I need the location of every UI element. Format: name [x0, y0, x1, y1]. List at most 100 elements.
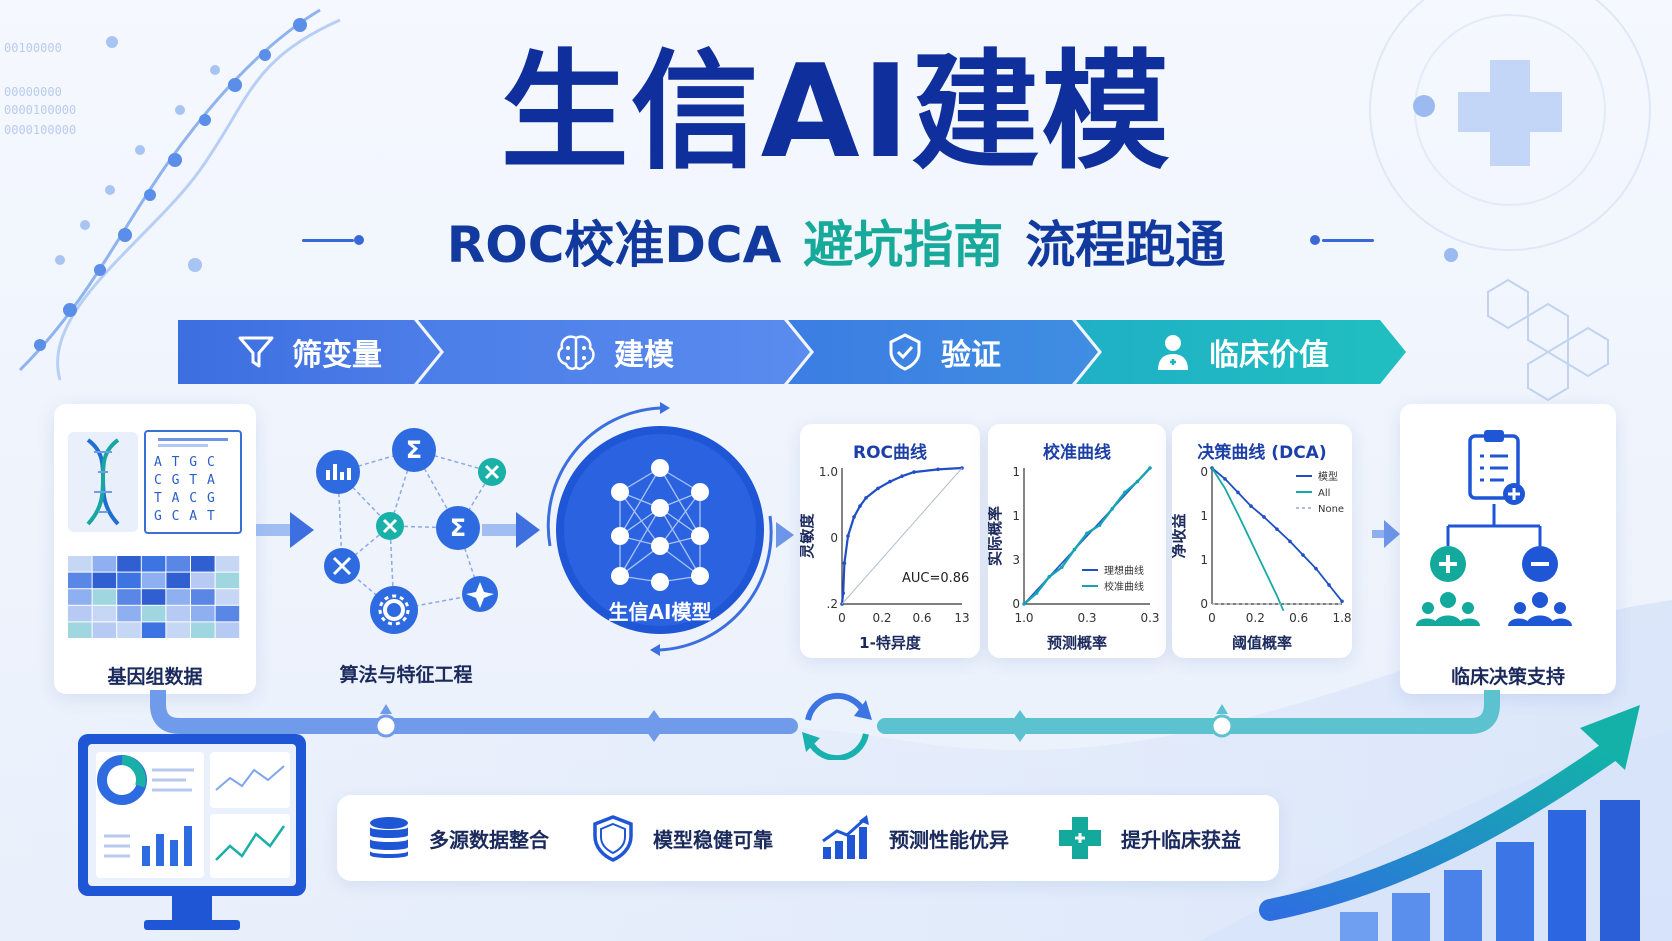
y-tick-label: 1 — [1012, 465, 1020, 479]
step-filter-variables: 筛变量 — [178, 320, 440, 384]
left-deco-dot — [354, 235, 364, 245]
step-label: 建模 — [614, 338, 674, 373]
sequence-line: G C A T — [154, 509, 216, 524]
dca-x-label: 阈值概率 — [1231, 634, 1292, 652]
step-label: 筛变量 — [292, 338, 382, 373]
heatmap-cell — [92, 589, 117, 605]
workflow-steps: 筛变量 建模 验证 临床价值 — [178, 320, 1406, 384]
sequence-line: T A C G — [154, 491, 216, 506]
y-tick-label: 0 — [1200, 597, 1208, 611]
medical-cross-icon — [1059, 817, 1101, 859]
data-point — [841, 591, 845, 595]
step-modeling: 建模 — [418, 320, 810, 384]
heatmap-cell — [191, 572, 215, 589]
x-tick-label: 13 — [954, 611, 969, 625]
svg-text:0000100000: 0000100000 — [4, 103, 76, 117]
svg-text:Σ: Σ — [406, 436, 422, 464]
y-tick-label: 1.0 — [819, 465, 838, 479]
data-point — [1085, 531, 1089, 536]
feature-bar: 多源数据整合 模型稳健可靠 预测性能优异 提升临床获益 — [337, 795, 1279, 881]
data-point — [1275, 527, 1279, 531]
data-point — [1060, 565, 1064, 570]
x-tick-label: 0 — [838, 611, 846, 625]
heatmap-cell — [166, 572, 190, 589]
data-point — [1236, 490, 1240, 495]
clinical-decision-label: 临床决策支持 — [1450, 666, 1565, 688]
legend-label: All — [1318, 488, 1330, 499]
y-tick-label: 3 — [1012, 553, 1020, 567]
heatmap-cell — [68, 556, 92, 572]
svg-text:Σ: Σ — [450, 514, 466, 542]
genome-data-label: 基因组数据 — [107, 666, 203, 688]
roc-x-label: 1-特异度 — [859, 634, 921, 652]
heatmap-cell — [92, 556, 117, 572]
data-point — [858, 504, 862, 508]
y-tick-label: 0 — [830, 531, 838, 545]
heatmap-cell — [68, 605, 92, 622]
svg-text:00100000: 00100000 — [4, 41, 62, 55]
heatmap-cell — [141, 556, 166, 572]
data-point — [1110, 507, 1114, 511]
heatmap-cell — [117, 605, 141, 622]
heatmap-cell — [141, 622, 166, 638]
data-point — [1262, 515, 1266, 519]
x-tick-label: 1.0 — [1014, 611, 1033, 625]
y-tick-label: .2 — [827, 597, 838, 611]
ai-model-label: 生信AI模型 — [608, 600, 712, 624]
step-label: 临床价值 — [1209, 338, 1329, 373]
monitor-illustration — [78, 734, 306, 930]
x-tick-label: 0.3 — [1140, 611, 1159, 625]
data-point — [1135, 479, 1140, 484]
sequence-line: C G T A — [154, 473, 216, 488]
svg-text:00000000: 00000000 — [4, 85, 62, 99]
left-deco-line — [302, 239, 354, 242]
growth-chart-icon — [822, 815, 869, 859]
right-deco-line — [1322, 239, 1374, 242]
algorithm-label: 算法与特征工程 — [339, 664, 473, 686]
x-tick-label: 0.2 — [1246, 611, 1265, 625]
flow-arrow-icon — [482, 512, 540, 548]
data-point — [1340, 599, 1344, 604]
subtitle-part-pipeline: 流程跑通 — [1025, 216, 1226, 274]
x-tick-label: 0.2 — [872, 611, 891, 625]
refresh-cycle-icon — [802, 692, 872, 760]
feedback-loop — [150, 690, 1500, 760]
heatmap-cell — [117, 556, 141, 572]
decision-tree-icon — [1416, 430, 1572, 626]
subtitle-part-guide: 避坑指南 — [803, 216, 1004, 274]
heatmap-cell — [68, 589, 92, 605]
calibration-x-label: 预测概率 — [1046, 634, 1107, 652]
shield-icon — [593, 815, 633, 862]
x-tick-label: 0.6 — [912, 611, 931, 625]
feature-label: 多源数据整合 — [429, 827, 549, 852]
data-point — [852, 515, 856, 519]
data-point — [900, 474, 904, 478]
heatmap-cell — [92, 572, 117, 589]
heatmap-cell — [215, 556, 240, 572]
feature-label: 模型稳健可靠 — [653, 827, 773, 852]
data-point — [846, 534, 850, 538]
filter-icon — [236, 332, 276, 372]
data-point — [888, 479, 892, 484]
data-point — [1022, 602, 1026, 606]
heatmap-cell — [166, 556, 190, 572]
y-tick-label: 1 — [1012, 509, 1020, 523]
data-point — [1123, 490, 1127, 495]
heatmap-icon — [68, 556, 240, 638]
heatmap-cell — [215, 622, 240, 638]
data-point — [1249, 504, 1253, 508]
heatmap-cell — [68, 622, 92, 638]
heatmap-cell — [191, 605, 215, 622]
data-point — [936, 467, 940, 472]
heatmap-cell — [191, 556, 215, 572]
genome-data-card: A T G C C G T A T A C G G C A T 基因组数据 — [54, 404, 256, 694]
heatmap-cell — [215, 572, 240, 589]
x-tick-label: 0 — [1208, 611, 1216, 625]
cross-decoration — [1458, 60, 1562, 166]
heatmap-cell — [117, 589, 141, 605]
